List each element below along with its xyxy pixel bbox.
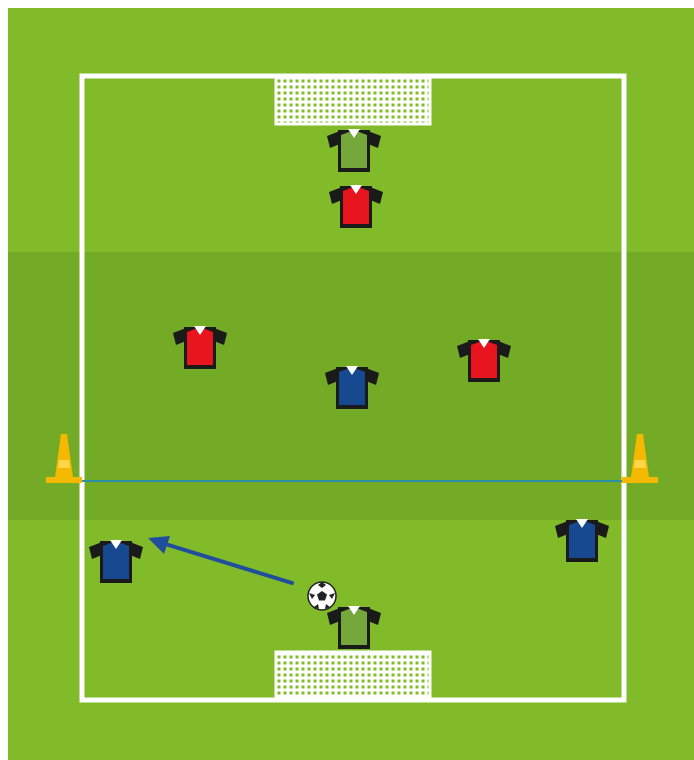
top-goal [276,78,430,124]
ball [308,582,336,610]
bottom-goal [276,652,430,698]
